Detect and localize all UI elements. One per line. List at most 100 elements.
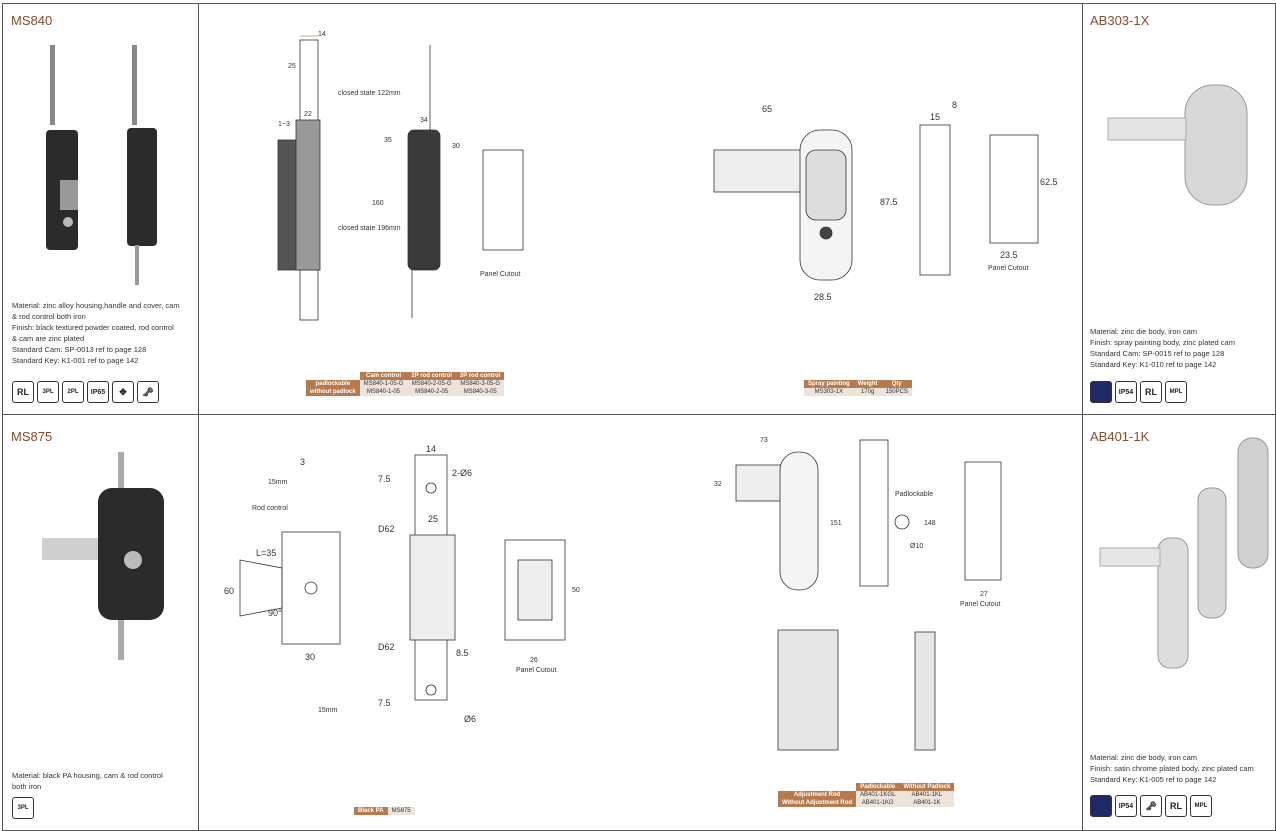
ms875-description: Material: black PA housing, cam & rod co…	[12, 771, 163, 791]
dim-phi6: Ø6	[464, 714, 476, 724]
ms840-drawing	[277, 39, 524, 321]
ms840-icon-strip: RL 3PL 2PL IP65 ✥ 🗝	[12, 381, 159, 403]
ms875-panel-cutout: Panel Cutout	[516, 667, 557, 674]
ab303-dimensions: 65 15 8 87.5 62.5 28.5 23.5 Panel Cutout	[762, 100, 1058, 302]
dim-closed-196: closed state 196mm	[338, 225, 401, 232]
3pl-icon: 3PL	[12, 797, 34, 819]
rl-icon: RL	[1165, 795, 1187, 817]
dim-14: 14	[426, 444, 436, 454]
mpl-icon: MPL	[1165, 381, 1187, 403]
ms875-dimensions: 3 15mm Rod control L=35 60 90° 30 14 7.5…	[224, 444, 580, 724]
ms875-icon-strip: 3PL	[12, 797, 34, 819]
dim-27: 27	[980, 591, 988, 598]
dim-23-5: 23.5	[1000, 250, 1018, 260]
dim-15mm: 15mm	[268, 479, 288, 486]
key-icon: 🗝	[137, 381, 159, 403]
ab303-drawing	[713, 124, 1039, 281]
dim-8-5: 8.5	[456, 648, 469, 658]
ms875-drawing	[239, 454, 566, 701]
ms840-title: MS840	[11, 13, 53, 28]
dim-32: 32	[714, 481, 722, 488]
2pl-icon: 2PL	[62, 381, 84, 403]
dim-3: 3	[300, 457, 305, 467]
ms840-description: Material: zinc alloy housing,handle and …	[12, 301, 180, 365]
dim-25: 25	[428, 514, 438, 524]
dim-90: 90°	[268, 608, 282, 618]
ms875-product-photo	[42, 452, 164, 660]
ab303-title: AB303-1X	[1090, 13, 1150, 28]
ip54-icon: IP54	[1115, 795, 1137, 817]
mpl-icon: MPL	[1190, 795, 1212, 817]
dim-1-3: 1~3	[278, 121, 290, 128]
dim-30: 30	[452, 143, 460, 150]
3pl-icon: 3PL	[37, 381, 59, 403]
screen-icon	[1090, 795, 1112, 817]
dim-62-5: 62.5	[1040, 177, 1058, 187]
ab303-icon-strip: IP54 RL MPL	[1090, 381, 1187, 403]
ip65-icon: IP65	[87, 381, 109, 403]
dim-34: 34	[420, 117, 428, 124]
ms840-dimensions: 14 25 22 1~3 34 35 30 160 closed state 1…	[278, 31, 521, 278]
dim-d62a: D62	[378, 524, 395, 534]
ms875-title: MS875	[11, 429, 53, 444]
dim-28-5: 28.5	[814, 292, 832, 302]
dim-60: 60	[224, 586, 234, 596]
dim-148: 148	[924, 520, 936, 527]
ab401-photo	[1099, 437, 1269, 669]
dim-30: 30	[305, 652, 315, 662]
ab401-title: AB401-1K	[1090, 429, 1150, 444]
dim-25: 25	[288, 63, 296, 70]
dim-35: 35	[384, 137, 392, 144]
rl-icon: RL	[1140, 381, 1162, 403]
arrows-icon: ✥	[112, 381, 134, 403]
dim-closed-122: closed state 122mm	[338, 90, 401, 97]
padlockable-label: Padlockable	[895, 491, 933, 498]
screen-icon	[1090, 381, 1112, 403]
ms840-product-photo	[46, 45, 157, 285]
dim-d62b: D62	[378, 642, 395, 652]
dim-7-5b: 7.5	[378, 698, 391, 708]
dim-73: 73	[760, 437, 768, 444]
dim-65: 65	[762, 104, 772, 114]
ms840-panel-cutout: Panel Cutout	[480, 271, 521, 278]
dim-160: 160	[372, 200, 384, 207]
dim-22: 22	[304, 111, 312, 118]
key-icon: 🗝	[1140, 795, 1162, 817]
dim-14: 14	[318, 31, 326, 38]
rl-icon: RL	[12, 381, 34, 403]
dim-15mm-b: 15mm	[318, 707, 338, 714]
ip54-icon: IP54	[1115, 381, 1137, 403]
dim-50: 50	[572, 587, 580, 594]
dim-l35: L=35	[256, 548, 276, 558]
rod-control-label: Rod control	[252, 505, 288, 512]
dim-phi10: Ø10	[910, 543, 923, 550]
ab303-photo	[1107, 84, 1248, 206]
dim-151: 151	[830, 520, 842, 527]
dim-7-5a: 7.5	[378, 474, 391, 484]
ab303-panel-cutout: Panel Cutout	[988, 265, 1029, 272]
ab401-icon-strip: IP54 🗝 RL MPL	[1090, 795, 1212, 817]
dim-2-phi6: 2-Ø6	[452, 468, 472, 478]
dim-8: 8	[952, 100, 957, 110]
dim-26: 26	[530, 657, 538, 664]
ab401-dimensions: 73 32 151 148 Padlockable Ø10 27 Panel C…	[714, 437, 1001, 608]
dim-15: 15	[930, 112, 940, 122]
dim-87-5: 87.5	[880, 197, 898, 207]
ab401-panel-cutout: Panel Cutout	[960, 601, 1001, 608]
ab401-drawing	[735, 439, 1002, 751]
